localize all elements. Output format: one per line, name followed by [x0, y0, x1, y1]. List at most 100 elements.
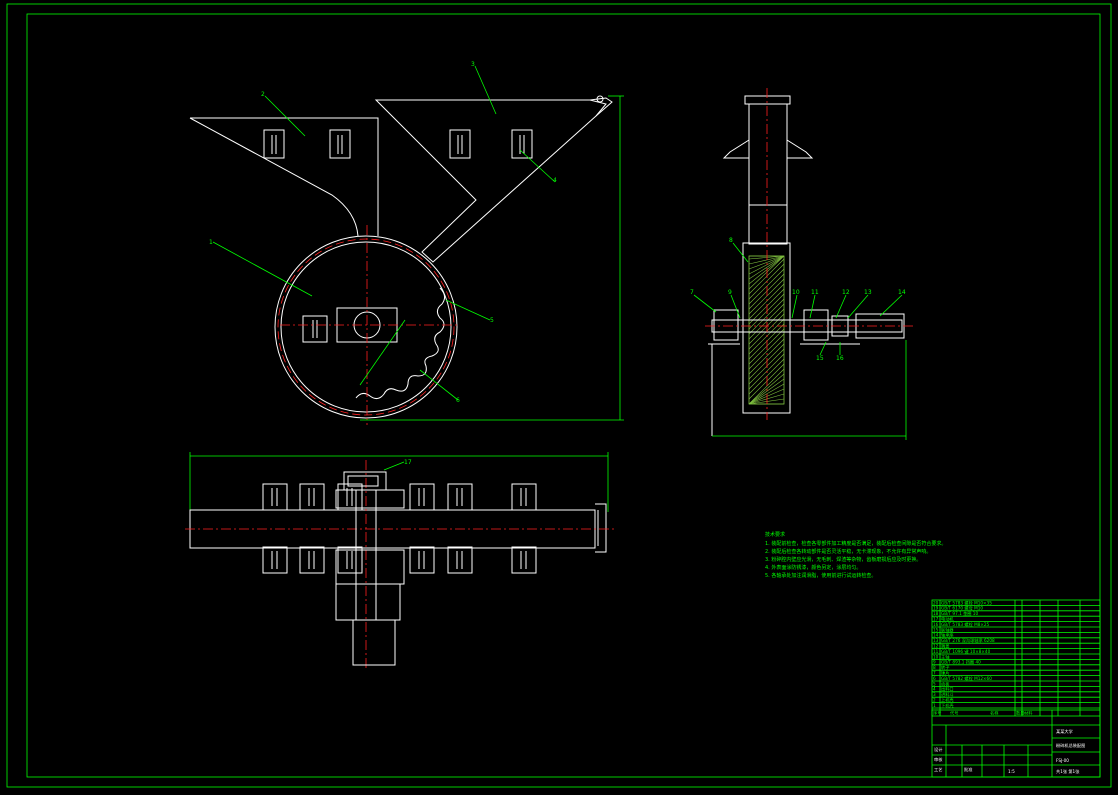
bolt-block: [302, 315, 328, 343]
technical-notes: 技术要求 1. 装配前检查，检查各零部件加工精度是否满足，装配后检查间隙是否符合…: [765, 531, 946, 579]
bolt-block: [262, 546, 288, 574]
title-block-drawing-no: FSJ-00: [1056, 758, 1069, 763]
bom-row-desc: GB/T 276 深沟球轴承 6208: [941, 637, 995, 644]
bom-row-number: 20: [933, 600, 939, 605]
bearing-right: [803, 309, 829, 341]
bom-row-desc: 电动机: [941, 616, 954, 623]
note-3: 3. 粉碎腔内壁应光滑，无毛刺、焊渣等杂物，齿板磨损后应及时更换。: [765, 556, 921, 563]
callout-9: 9: [728, 289, 732, 296]
bolt-block: [299, 483, 325, 511]
hopper-hinge: [589, 99, 607, 117]
bolt-block: [337, 483, 363, 511]
hatch-line: [748, 378, 785, 405]
hatch-line: [748, 368, 785, 405]
title-block: 某某大学 粉碎机总装配图 FSJ-00 共1张 第1张 1:5 设计 审核 工艺…: [931, 709, 1101, 778]
bom-row-desc: 齿板: [941, 680, 950, 687]
bom-row-number: 7: [933, 671, 936, 676]
role-check: 审核: [934, 756, 943, 763]
callout-11: 11: [811, 289, 819, 296]
bom-row-desc: 出料口: [941, 686, 954, 693]
hatch-line: [748, 323, 785, 360]
hatch-line: [748, 273, 785, 310]
hatch-line: [748, 393, 785, 405]
bom-row-number: 17: [933, 617, 939, 622]
bom-row-number: 18: [933, 611, 939, 616]
bom-row-desc: GB/T 1096 键 10×8×40: [941, 648, 991, 655]
bom-row-desc: GB/T 5783 螺栓 M8×25: [941, 621, 990, 628]
hatch-line: [748, 298, 785, 335]
callout-16: 16: [836, 355, 844, 362]
callout-3: 3: [471, 61, 475, 68]
callout-1: 1: [209, 239, 213, 246]
outlet-flange: [595, 503, 607, 553]
bom-row-number: 19: [933, 606, 939, 611]
hatch-line: [748, 353, 785, 390]
hatch-line: [748, 268, 785, 305]
hatch-line: [748, 338, 785, 375]
hatch-line: [748, 318, 785, 355]
bolt-block: [447, 546, 473, 574]
bom-row-desc: 端盖: [941, 643, 949, 650]
feed-hopper-outline: [374, 97, 613, 263]
hatch-line: [748, 303, 785, 340]
drawing-frame: [26, 13, 1101, 778]
bom-row-number: 14: [933, 633, 939, 638]
hatch-line: [748, 258, 785, 295]
motor-mount: [335, 583, 401, 621]
hatch-line: [748, 333, 785, 370]
top-bolt-blocks: [262, 483, 537, 574]
hatch-line: [748, 398, 785, 405]
hinge-pin: [596, 95, 604, 103]
bom-row-number: 10: [933, 654, 939, 659]
bom-row-desc: 联轴器: [941, 626, 954, 633]
bom-row-number: 2: [933, 698, 936, 703]
hatch-line: [748, 255, 785, 285]
bolt-block: [511, 483, 537, 511]
callout-14: 14: [898, 289, 906, 296]
callout-17: 17: [404, 459, 412, 466]
upper-casing-outline: [190, 117, 379, 236]
note-5: 5. 各轴承处加注润滑脂，使用前进行试运转检查。: [765, 572, 876, 579]
bom-row-number: 15: [933, 627, 939, 632]
bom-row-number: 11: [933, 649, 939, 654]
title-block-sheet: 共1张 第1张: [1056, 768, 1080, 775]
chamber-inner: [280, 241, 452, 413]
hatch-line: [748, 255, 785, 265]
callout-8: 8: [729, 237, 733, 244]
bom-row-number: 4: [933, 687, 936, 692]
bolt-block: [409, 546, 435, 574]
bom-row-desc: 进料斗: [941, 691, 954, 698]
notes-heading: 技术要求: [765, 531, 785, 538]
callout-12: 12: [842, 289, 850, 296]
hatch-line: [748, 255, 785, 275]
note-2: 2. 装配后检查各转动部件是否灵活平稳，无卡滞现象，不允许有异常声响。: [765, 548, 931, 555]
title-block-scale: 1:5: [1008, 769, 1015, 774]
front-view: 2 3 1 4 5 6: [189, 61, 624, 425]
hatch-line: [748, 288, 785, 325]
title-block-title: 粉碎机总装配图: [1056, 742, 1085, 749]
bom-row-number: 1: [933, 703, 936, 708]
tooth-plate: [355, 287, 446, 400]
bom-row-desc: 主轴: [941, 653, 949, 660]
callout-13: 13: [864, 289, 872, 296]
hatch-line: [748, 255, 785, 290]
chamber-outer: [274, 235, 458, 419]
hatch-line: [748, 328, 785, 365]
hatch-line: [748, 255, 785, 260]
top-view: 17: [185, 452, 615, 668]
bom-row-desc: GB/T 6170 螺母 M10: [941, 605, 983, 612]
side-hopper: [748, 103, 788, 245]
bom-row-number: 8: [933, 665, 936, 670]
bom-header-cell: 材料: [1024, 710, 1033, 717]
bom-row-desc: GB/T 97.1 垫圈 10: [941, 610, 978, 617]
role-process: 工艺: [934, 767, 942, 772]
bolt-block: [409, 483, 435, 511]
side-view: 8 7 9 10 11 12 13 14 15 16: [690, 88, 915, 440]
hatch-line: [748, 363, 785, 400]
bom-row-number: 16: [933, 622, 939, 627]
hopper-bolts: [263, 129, 533, 159]
callout-4: 4: [553, 177, 557, 184]
bom-row-desc: GB/T 893.1 挡圈 40: [941, 659, 981, 666]
